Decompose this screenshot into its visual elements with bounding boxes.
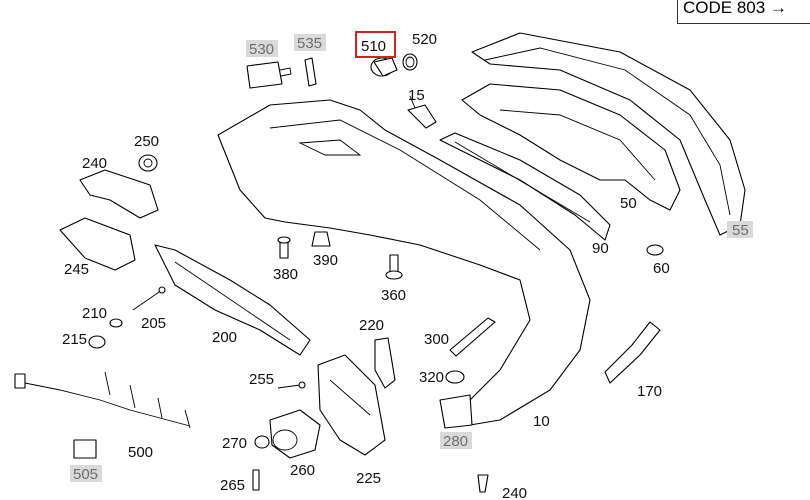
- callout-280: 280: [443, 433, 468, 450]
- callout-15: 15: [408, 87, 425, 104]
- part-500-harness[interactable]: [14, 371, 191, 429]
- callout-265: 265: [220, 477, 245, 494]
- part-215-nut[interactable]: [88, 335, 106, 349]
- part-170-trim[interactable]: [604, 321, 661, 384]
- part-265-screw[interactable]: [252, 469, 260, 491]
- part-240-bracket[interactable]: [79, 169, 159, 219]
- callout-300: 300: [424, 331, 449, 348]
- callout-245: 245: [64, 261, 89, 278]
- part-240-clip[interactable]: [477, 474, 489, 493]
- part-320-cap[interactable]: [445, 370, 465, 384]
- callout-240: 240: [82, 155, 107, 172]
- callout-240-bottom: 240: [502, 485, 527, 500]
- part-225-housing[interactable]: [317, 354, 386, 456]
- part-205-pin[interactable]: [132, 286, 166, 311]
- part-510-sensor[interactable]: [370, 57, 398, 77]
- part-255-screw[interactable]: [277, 381, 306, 389]
- part-210-washer[interactable]: [109, 318, 123, 328]
- callout-bg-280: [440, 432, 472, 449]
- callout-500: 500: [128, 444, 153, 461]
- part-530-plate[interactable]: [246, 61, 292, 89]
- callout-bg-530: [246, 40, 278, 57]
- part-220-bracket[interactable]: [374, 337, 396, 389]
- callout-220: 220: [359, 317, 384, 334]
- callout-320: 320: [419, 369, 444, 386]
- callout-10: 10: [533, 413, 550, 430]
- callout-55: 55: [732, 222, 749, 239]
- callout-bg-505: [70, 465, 102, 482]
- part-520-ring[interactable]: [402, 53, 418, 71]
- part-200-bracket[interactable]: [154, 244, 311, 356]
- callout-50: 50: [620, 195, 637, 212]
- callout-505: 505: [73, 466, 98, 483]
- callout-360: 360: [381, 287, 406, 304]
- part-260-tailpipe[interactable]: [269, 409, 321, 459]
- code-text: CODE 803: [683, 0, 766, 17]
- part-15-bracket[interactable]: [407, 95, 437, 129]
- part-90-grille[interactable]: [439, 132, 611, 241]
- callout-250: 250: [134, 133, 159, 150]
- part-280-bracket[interactable]: [439, 394, 473, 429]
- highlight-box-510: [355, 31, 396, 58]
- part-505-clip[interactable]: [73, 439, 97, 459]
- callout-510: 510: [361, 38, 386, 55]
- part-60-fastener[interactable]: [646, 244, 664, 256]
- part-300-strip[interactable]: [449, 317, 496, 357]
- callout-255: 255: [249, 371, 274, 388]
- callout-380: 380: [273, 266, 298, 283]
- callout-90: 90: [592, 240, 609, 257]
- callout-530: 530: [249, 41, 274, 58]
- part-360-bolt[interactable]: [385, 254, 403, 280]
- callout-225: 225: [356, 470, 381, 487]
- part-535-strip[interactable]: [304, 57, 317, 87]
- callout-260: 260: [290, 462, 315, 479]
- arrow-right-icon: →: [769, 0, 787, 17]
- code-label: CODE 803 →: [677, 0, 810, 24]
- callout-210: 210: [82, 305, 107, 322]
- callout-520: 520: [412, 31, 437, 48]
- callout-170: 170: [637, 383, 662, 400]
- part-380-bolt[interactable]: [277, 236, 291, 259]
- callout-60: 60: [653, 260, 670, 277]
- callout-200: 200: [212, 329, 237, 346]
- part-250-nut[interactable]: [138, 154, 158, 172]
- callout-215: 215: [62, 331, 87, 348]
- callout-535: 535: [297, 35, 322, 52]
- part-245-bracket[interactable]: [59, 217, 136, 271]
- part-270-ring[interactable]: [254, 435, 270, 449]
- callout-270: 270: [222, 435, 247, 452]
- part-50-diffuser[interactable]: [461, 83, 681, 211]
- callout-bg-535: [294, 34, 326, 51]
- callout-bg-55: [727, 221, 753, 238]
- callout-205: 205: [141, 315, 166, 332]
- callout-390: 390: [313, 252, 338, 269]
- part-390-clip[interactable]: [311, 231, 331, 247]
